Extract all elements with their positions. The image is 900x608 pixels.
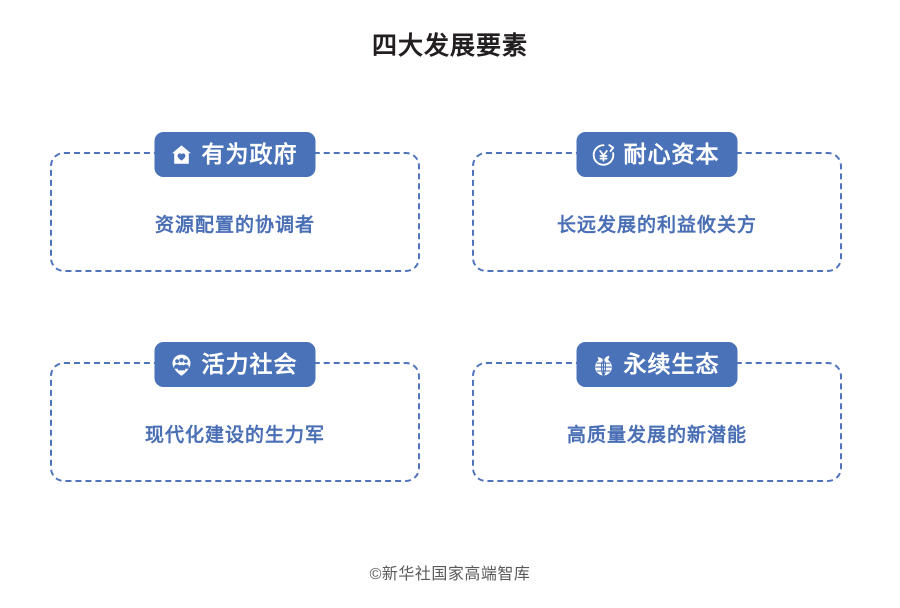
card-sustainable-ecology: 永续生态 高质量发展的新潜能 [472,342,842,482]
card-header-dynamic-society[interactable]: 活力社会 [154,342,316,387]
card-header-label: 耐心资本 [623,141,720,167]
globe-leaf-icon [591,352,617,378]
page-title: 四大发展要素 [371,32,528,60]
card-header-label: 活力社会 [201,351,298,377]
card-header-label: 永续生态 [623,351,720,377]
card-body-text: 高质量发展的新潜能 [566,425,747,446]
yen-circle-refresh-icon [591,142,617,168]
card-governance: 有为政府 资源配置的协调者 [50,132,420,272]
house-heart-icon [169,142,195,168]
card-grid: 有为政府 资源配置的协调者 耐心资本 长远发展的利益攸关方 [50,132,850,482]
card-header-governance[interactable]: 有为政府 [154,132,316,177]
copyright-footer: ©新华社国家高端智库 [369,566,531,583]
card-header-patient-capital[interactable]: 耐心资本 [576,132,738,177]
card-header-sustainable-ecology[interactable]: 永续生态 [576,342,738,387]
card-body-text: 长远发展的利益攸关方 [556,215,757,236]
card-dynamic-society: 活力社会 现代化建设的生力军 [50,342,420,482]
card-patient-capital: 耐心资本 长远发展的利益攸关方 [472,132,842,272]
card-body-text: 资源配置的协调者 [154,215,315,236]
card-body-text: 现代化建设的生力军 [144,425,325,446]
card-header-label: 有为政府 [201,141,298,167]
people-group-pin-icon [169,352,195,378]
